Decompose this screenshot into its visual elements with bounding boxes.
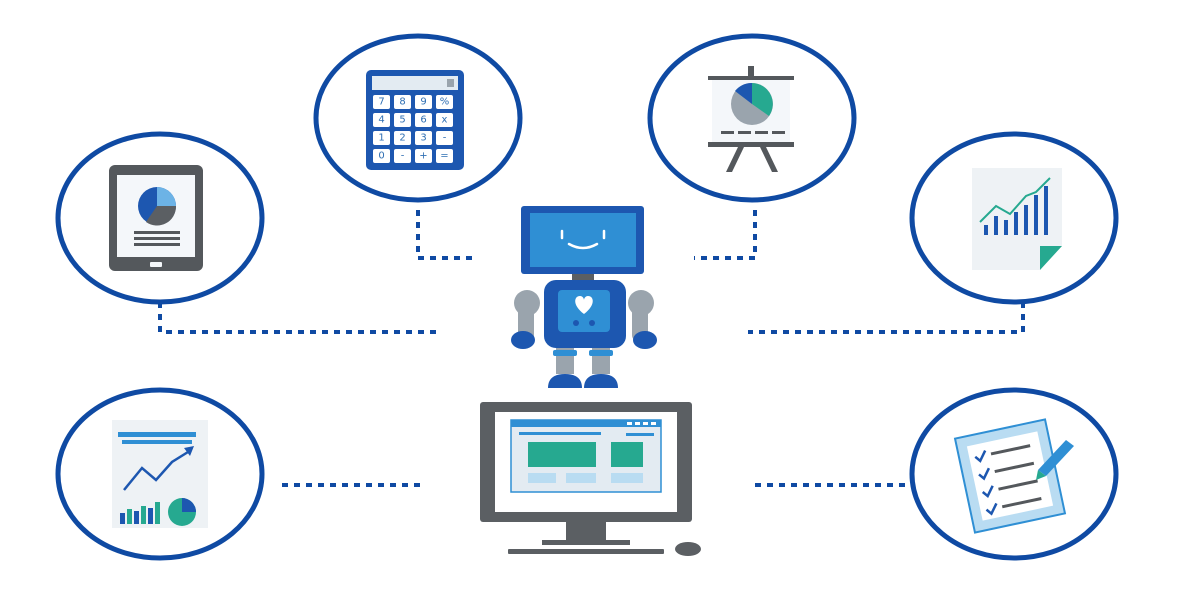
- calculator-key-label: 6: [420, 115, 426, 126]
- calculator-key-label: 1: [378, 133, 384, 144]
- calculator-icon: 7 8 9% 4 5 6 x 1 2 3 - 0 - + =: [366, 70, 464, 170]
- heart-icon: [575, 296, 593, 314]
- connector-growth-report: [748, 302, 1025, 334]
- calculator-key-label: +: [419, 151, 427, 162]
- calculator-key: [373, 113, 390, 127]
- connector-tablet: [158, 302, 438, 334]
- keyboard: [508, 549, 664, 554]
- robot-face-screen: [530, 213, 636, 267]
- growth-report-icon: [972, 168, 1062, 270]
- calculator-key-label: 8: [399, 97, 405, 108]
- robot-left-shoulder: [514, 290, 540, 316]
- presentation-node: [647, 33, 857, 203]
- web-dashboard: [510, 419, 662, 493]
- checklist-icon: [953, 418, 1074, 534]
- analytics-report-node: [55, 387, 265, 561]
- calculator-key: [373, 131, 390, 145]
- robot-left-foot: [548, 374, 582, 388]
- connectors: [158, 210, 1025, 487]
- calculator-key: [436, 113, 453, 127]
- calculator-key: [415, 131, 432, 145]
- calculator-node: 7 8 9% 4 5 6 x 1 2 3 - 0 - + =: [313, 33, 523, 203]
- calculator-key: [373, 95, 390, 109]
- calculator-key: [394, 95, 411, 109]
- robot-right-hand: [633, 331, 657, 349]
- robot-chest-light-right: [589, 320, 595, 326]
- growth-report-node: [909, 131, 1119, 305]
- dashboard-main-panel: [528, 442, 596, 467]
- calculator-key-label: -: [401, 151, 405, 162]
- monitor-base: [542, 540, 630, 545]
- calculator-key-label: =: [440, 151, 448, 162]
- calculator-key-label: 3: [420, 133, 426, 144]
- robot-neck: [572, 274, 594, 282]
- calculator-key: [394, 131, 411, 145]
- calculator-key: [373, 149, 390, 163]
- presentation-board-icon: [708, 66, 794, 172]
- calculator-key-label: -: [443, 133, 447, 144]
- analytics-report-icon: [112, 420, 208, 528]
- robot-face: [560, 229, 606, 250]
- connector-calculator: [416, 210, 478, 260]
- calculator-key: [436, 149, 453, 163]
- calculator-key-label: 9: [420, 97, 426, 108]
- desktop-computer: [480, 402, 701, 556]
- calculator-key-label: 0: [378, 151, 384, 162]
- calculator-key: [394, 113, 411, 127]
- tablet-node: [55, 131, 265, 305]
- robot-right-shoulder: [628, 290, 654, 316]
- robot-left-hand: [511, 331, 535, 349]
- calculator-key-label: 4: [378, 115, 384, 126]
- robot-right-foot: [584, 374, 618, 388]
- robot-chest-light-left: [573, 320, 579, 326]
- calculator-key-label: 5: [399, 115, 405, 126]
- calculator-key: [394, 149, 411, 163]
- calculator-key-label: %: [440, 97, 450, 108]
- calculator-key: [436, 131, 453, 145]
- calculator-key: [415, 149, 432, 163]
- calculator-key: [415, 113, 432, 127]
- robot: [511, 206, 657, 388]
- tablet-pie-chart-icon: [109, 165, 203, 271]
- computer-mouse: [675, 542, 701, 556]
- calculator-key-label: x: [442, 115, 448, 126]
- calculator-keypad: 7 8 9% 4 5 6 x 1 2 3 - 0 - + =: [373, 95, 453, 163]
- calculator-key: [436, 95, 453, 109]
- checklist-node: [909, 387, 1119, 561]
- monitor-neck: [566, 522, 606, 540]
- connector-presentation: [694, 210, 757, 260]
- calculator-key-label: 2: [399, 133, 405, 144]
- calculator-key-label: 7: [378, 97, 384, 108]
- calculator-key: [415, 95, 432, 109]
- dashboard-side-panel: [611, 442, 643, 467]
